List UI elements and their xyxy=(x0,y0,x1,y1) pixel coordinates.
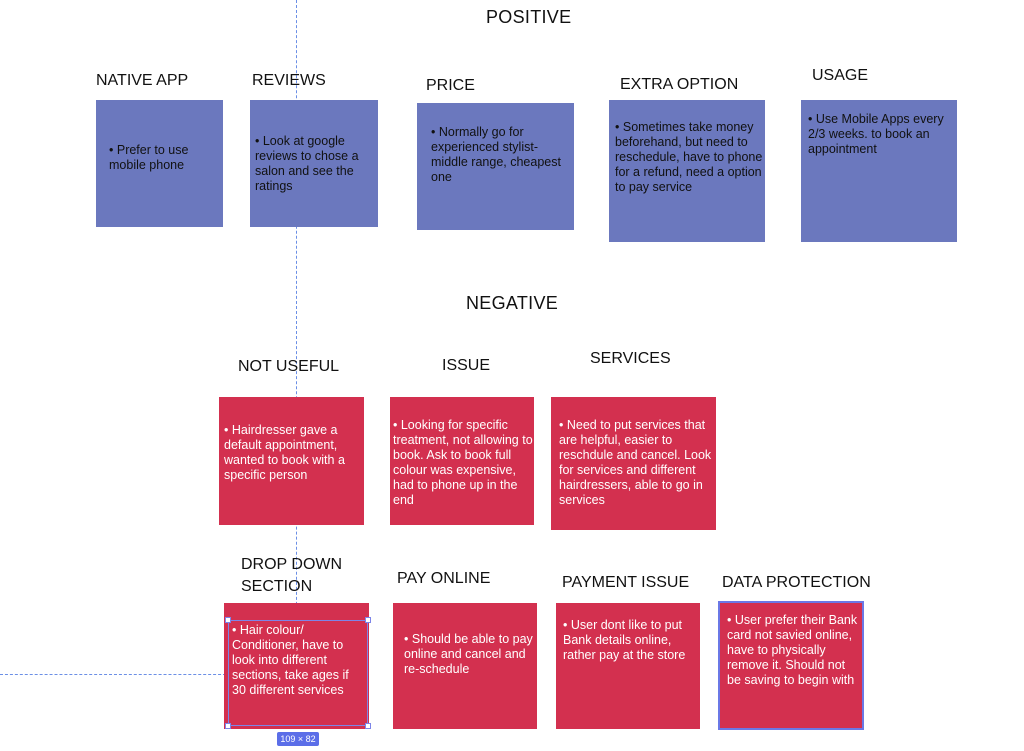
card-label-reviews: REVIEWS xyxy=(252,72,326,89)
note-text: Looking for specific treatment, not allo… xyxy=(393,418,533,507)
sticky-note-extra-option[interactable]: Sometimes take money beforehand, but nee… xyxy=(609,100,765,242)
card-label-pay-online: PAY ONLINE xyxy=(397,570,491,587)
negative-section-title: NEGATIVE xyxy=(466,293,559,313)
vertical-guide-line xyxy=(296,0,297,640)
horizontal-guide-line xyxy=(0,674,226,675)
card-label-not-useful: NOT USEFUL xyxy=(238,358,340,375)
sticky-note-reviews[interactable]: Look at google reviews to chose a salon … xyxy=(250,100,378,227)
resize-handle-bottom-left[interactable] xyxy=(225,723,231,729)
sticky-note-drop-down-section[interactable]: Hair colour/ Conditioner, have to look i… xyxy=(224,603,369,729)
sticky-note-not-useful[interactable]: Hairdresser gave a default appointment, … xyxy=(219,397,364,525)
card-label-issue: ISSUE xyxy=(442,357,491,374)
resize-handle-bottom-right[interactable] xyxy=(365,723,371,729)
note-text: User dont like to put Bank details onlin… xyxy=(563,618,685,662)
sticky-note-usage[interactable]: Use Mobile Apps every 2/3 weeks. to book… xyxy=(801,100,957,242)
note-text: User prefer their Bank card not savied o… xyxy=(727,613,857,687)
sticky-note-price[interactable]: Normally go for experienced stylist- mid… xyxy=(417,103,574,230)
card-label-data-protection: DATA PROTECTION xyxy=(722,574,871,591)
sticky-note-pay-online[interactable]: Should be able to pay online and cancel … xyxy=(393,603,537,729)
sticky-note-services[interactable]: Need to put services that are helpful, e… xyxy=(551,397,716,530)
card-label-native-app: NATIVE APP xyxy=(96,72,189,89)
card-label-usage: USAGE xyxy=(812,67,869,84)
card-label-price: PRICE xyxy=(426,77,475,94)
card-label-payment-issue: PAYMENT ISSUE xyxy=(562,574,690,591)
note-text: Use Mobile Apps every 2/3 weeks. to book… xyxy=(808,112,944,156)
note-text: Sometimes take money beforehand, but nee… xyxy=(615,120,762,194)
card-label-extra-option: EXTRA OPTION xyxy=(620,76,739,93)
card-label-drop-down-section: DROP DOWN SECTION xyxy=(241,556,343,595)
note-text: Look at google reviews to chose a salon … xyxy=(255,134,359,193)
note-text: Prefer to use mobile phone xyxy=(109,143,188,172)
note-text: Normally go for experienced stylist- mid… xyxy=(431,125,561,184)
note-text: Hairdresser gave a default appointment, … xyxy=(224,423,345,482)
sticky-note-payment-issue[interactable]: User dont like to put Bank details onlin… xyxy=(556,603,700,729)
sticky-note-data-protection[interactable]: User prefer their Bank card not savied o… xyxy=(718,601,864,730)
positive-section-title: POSITIVE xyxy=(486,7,572,27)
sticky-note-native-app[interactable]: Prefer to use mobile phone xyxy=(96,100,223,227)
selection-box[interactable] xyxy=(228,620,368,726)
note-text: Need to put services that are helpful, e… xyxy=(559,418,711,507)
resize-handle-top-left[interactable] xyxy=(225,617,231,623)
selection-dimensions-badge: 109 × 82 xyxy=(277,732,319,746)
note-text: Should be able to pay online and cancel … xyxy=(404,632,533,676)
card-label-services: SERVICES xyxy=(590,350,671,367)
resize-handle-top-right[interactable] xyxy=(365,617,371,623)
sticky-note-issue[interactable]: Looking for specific treatment, not allo… xyxy=(390,397,534,525)
